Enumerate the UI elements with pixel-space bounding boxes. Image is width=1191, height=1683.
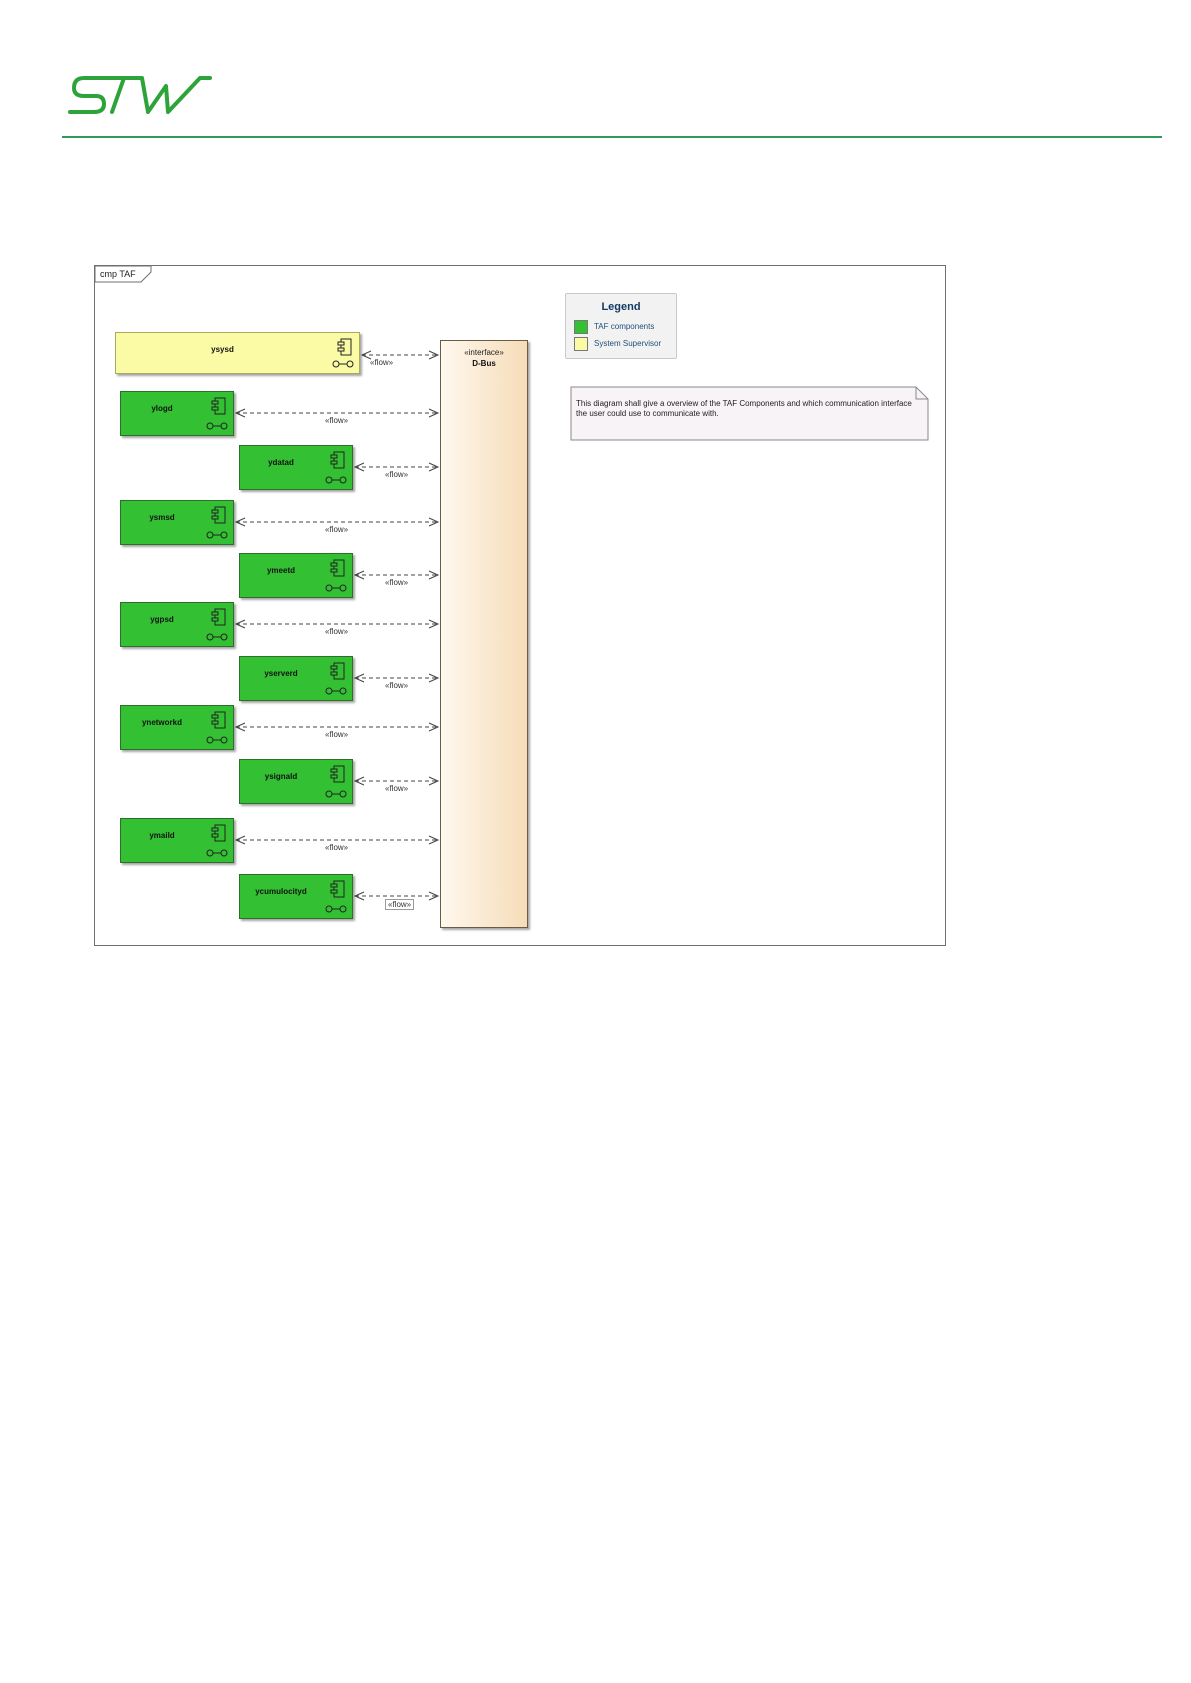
flow-label: «flow»: [325, 843, 349, 852]
component-icon: [211, 711, 226, 729]
flow-arrowhead: [353, 462, 365, 472]
flow-edges: [234, 350, 440, 901]
component-icon: [330, 451, 345, 469]
flow-arrowhead: [428, 673, 440, 683]
component-icon: [211, 506, 226, 524]
flow-arrowhead: [428, 891, 440, 901]
flow-label: «flow»: [385, 899, 415, 910]
flow-label: «flow»: [385, 784, 409, 793]
legend: Legend TAF components System Supervisor: [565, 293, 677, 359]
component-name: ycumulocityd: [255, 887, 307, 896]
component-name: ynetworkd: [141, 718, 182, 727]
flow-arrowhead: [353, 776, 365, 786]
frame-title: cmp TAF: [100, 269, 136, 279]
component-icon: [211, 608, 226, 626]
component-name: ymeetd: [266, 566, 295, 575]
flow-arrowhead: [353, 673, 365, 683]
component-name: ygpsd: [150, 615, 174, 624]
component-ysignald[interactable]: ysignald: [239, 759, 353, 804]
component-icon: [330, 559, 345, 577]
flow-label: «flow»: [385, 681, 409, 690]
port-icon: [206, 849, 228, 857]
flow-label: «flow»: [370, 358, 394, 367]
legend-label: TAF components: [594, 322, 655, 331]
diagram-frame: cmp TAF «interface» D-Bus ysysd «flow» ylo…: [94, 265, 946, 946]
component-name: yserverd: [264, 669, 298, 678]
port-icon: [325, 584, 347, 592]
flow-arrowhead: [428, 722, 440, 732]
component-yserverd[interactable]: yserverd: [239, 656, 353, 701]
component-name: ydatad: [268, 458, 294, 467]
flow-arrowhead: [353, 570, 365, 580]
dbus-interface[interactable]: «interface» D-Bus: [440, 340, 528, 928]
component-icon: [330, 880, 345, 898]
component-name: ysmsd: [149, 513, 175, 522]
flow-arrowhead: [234, 408, 246, 418]
port-icon: [325, 790, 347, 798]
interface-name: D-Bus: [472, 359, 496, 368]
component-name: ymaild: [149, 831, 175, 840]
flow-arrowhead: [428, 517, 440, 527]
note-text: This diagram shall give a overview of th…: [576, 399, 912, 418]
interface-stereotype: «interface»: [464, 348, 504, 357]
component-ysysd[interactable]: ysysd: [115, 332, 360, 374]
flow-label: «flow»: [325, 416, 349, 425]
flow-arrowhead: [428, 462, 440, 472]
flow-arrowhead: [428, 350, 440, 360]
component-ylogd[interactable]: ylogd: [120, 391, 234, 436]
port-icon: [325, 476, 347, 484]
legend-swatch: [574, 320, 588, 334]
flow-arrowhead: [428, 835, 440, 845]
flow-arrowhead: [234, 517, 246, 527]
component-ygpsd[interactable]: ygpsd: [120, 602, 234, 647]
component-icon: [211, 397, 226, 415]
component-ycumulocityd[interactable]: ycumulocityd: [239, 874, 353, 919]
component-ymeetd[interactable]: ymeetd: [239, 553, 353, 598]
port-icon: [206, 736, 228, 744]
flow-arrowhead: [428, 408, 440, 418]
header-rule: [62, 136, 1162, 138]
flow-arrowhead: [234, 619, 246, 629]
port-icon: [206, 633, 228, 641]
component-icon: [330, 765, 345, 783]
flow-arrowhead: [234, 835, 246, 845]
port-icon: [206, 531, 228, 539]
component-icon: [337, 338, 352, 356]
flow-arrowhead: [234, 722, 246, 732]
flow-label: «flow»: [385, 470, 409, 479]
flow-label: «flow»: [325, 730, 349, 739]
component-ynetworkd[interactable]: ynetworkd: [120, 705, 234, 750]
frame-tab: [95, 266, 152, 283]
component-name: ysysd: [211, 345, 234, 354]
component-ydatad[interactable]: ydatad: [239, 445, 353, 490]
port-icon: [332, 360, 354, 368]
flow-arrowhead: [428, 776, 440, 786]
port-icon: [206, 422, 228, 430]
component-name: ysignald: [264, 772, 298, 781]
flow-arrowhead: [428, 619, 440, 629]
component-icon: [330, 662, 345, 680]
flow-arrowhead: [360, 350, 372, 360]
flow-arrowhead: [428, 570, 440, 580]
flow-label: «flow»: [325, 525, 349, 534]
component-name: ylogd: [151, 404, 173, 413]
diagram-note: This diagram shall give a overview of th…: [570, 386, 930, 442]
flow-arrowhead: [353, 891, 365, 901]
port-icon: [325, 905, 347, 913]
component-ysmsd[interactable]: ysmsd: [120, 500, 234, 545]
port-icon: [325, 687, 347, 695]
component-icon: [211, 824, 226, 842]
stw-logo: [68, 76, 212, 114]
note-shape: [570, 386, 929, 441]
flow-label: «flow»: [325, 627, 349, 636]
flow-label: «flow»: [385, 578, 409, 587]
legend-title: Legend: [601, 301, 641, 313]
component-ymaild[interactable]: ymaild: [120, 818, 234, 863]
legend-swatch: [574, 337, 588, 351]
legend-label: System Supervisor: [594, 339, 662, 348]
